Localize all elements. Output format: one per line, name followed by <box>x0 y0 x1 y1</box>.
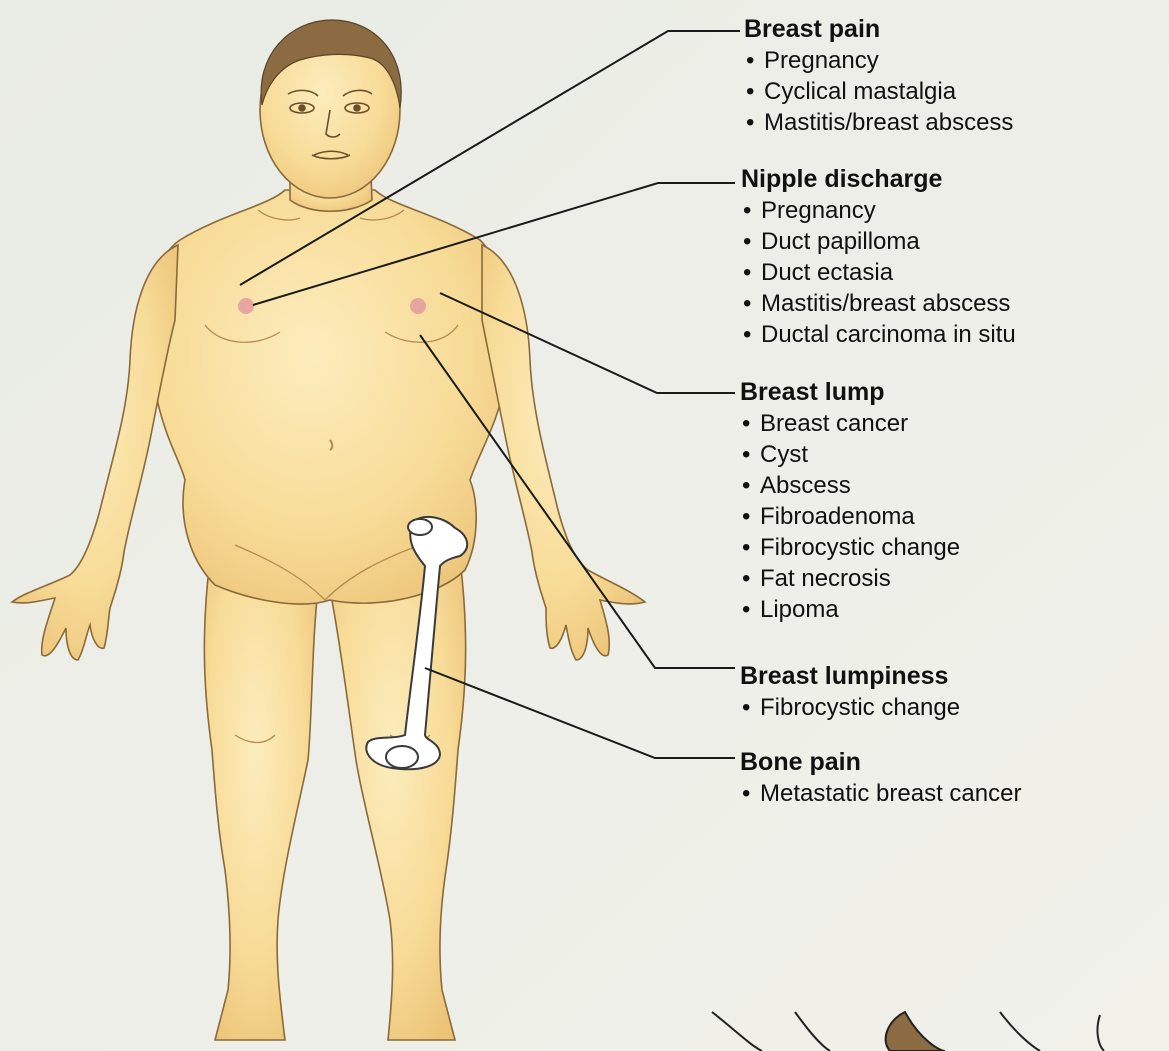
list-item: Metastatic breast cancer <box>740 778 1021 809</box>
label-bone-pain: Bone pain Metastatic breast cancer <box>740 747 1021 809</box>
label-title: Breast lumpiness <box>740 661 960 692</box>
list-item: Pregnancy <box>744 45 1013 76</box>
label-breast-pain: Breast pain Pregnancy Cyclical mastalgia… <box>744 14 1013 138</box>
label-title: Nipple discharge <box>741 164 1016 195</box>
label-breast-lumpiness: Breast lumpiness Fibrocystic change <box>740 661 960 723</box>
list-item: Lipoma <box>740 594 960 625</box>
label-breast-lump: Breast lump Breast cancer Cyst Abscess F… <box>740 377 960 625</box>
label-title: Breast lump <box>740 377 960 408</box>
list-item: Fibrocystic change <box>740 692 960 723</box>
list-item: Fibroadenoma <box>740 501 960 532</box>
list-item: Mastitis/breast abscess <box>741 288 1016 319</box>
label-list: Pregnancy Cyclical mastalgia Mastitis/br… <box>744 45 1013 138</box>
list-item: Cyst <box>740 439 960 470</box>
label-title: Breast pain <box>744 14 1013 45</box>
list-item: Breast cancer <box>740 408 960 439</box>
list-item: Pregnancy <box>741 195 1016 226</box>
list-item: Abscess <box>740 470 960 501</box>
list-item: Fibrocystic change <box>740 532 960 563</box>
nipple-right <box>410 298 426 314</box>
list-item: Duct ectasia <box>741 257 1016 288</box>
label-list: Fibrocystic change <box>740 692 960 723</box>
label-list: Pregnancy Duct papilloma Duct ectasia Ma… <box>741 195 1016 350</box>
nipple-left <box>238 298 254 314</box>
label-nipple-discharge: Nipple discharge Pregnancy Duct papillom… <box>741 164 1016 350</box>
list-item: Ductal carcinoma in situ <box>741 319 1016 350</box>
label-title: Bone pain <box>740 747 1021 778</box>
list-item: Duct papilloma <box>741 226 1016 257</box>
list-item: Cyclical mastalgia <box>744 76 1013 107</box>
list-item: Fat necrosis <box>740 563 960 594</box>
label-list: Metastatic breast cancer <box>740 778 1021 809</box>
list-item: Mastitis/breast abscess <box>744 107 1013 138</box>
label-list: Breast cancer Cyst Abscess Fibroadenoma … <box>740 408 960 625</box>
